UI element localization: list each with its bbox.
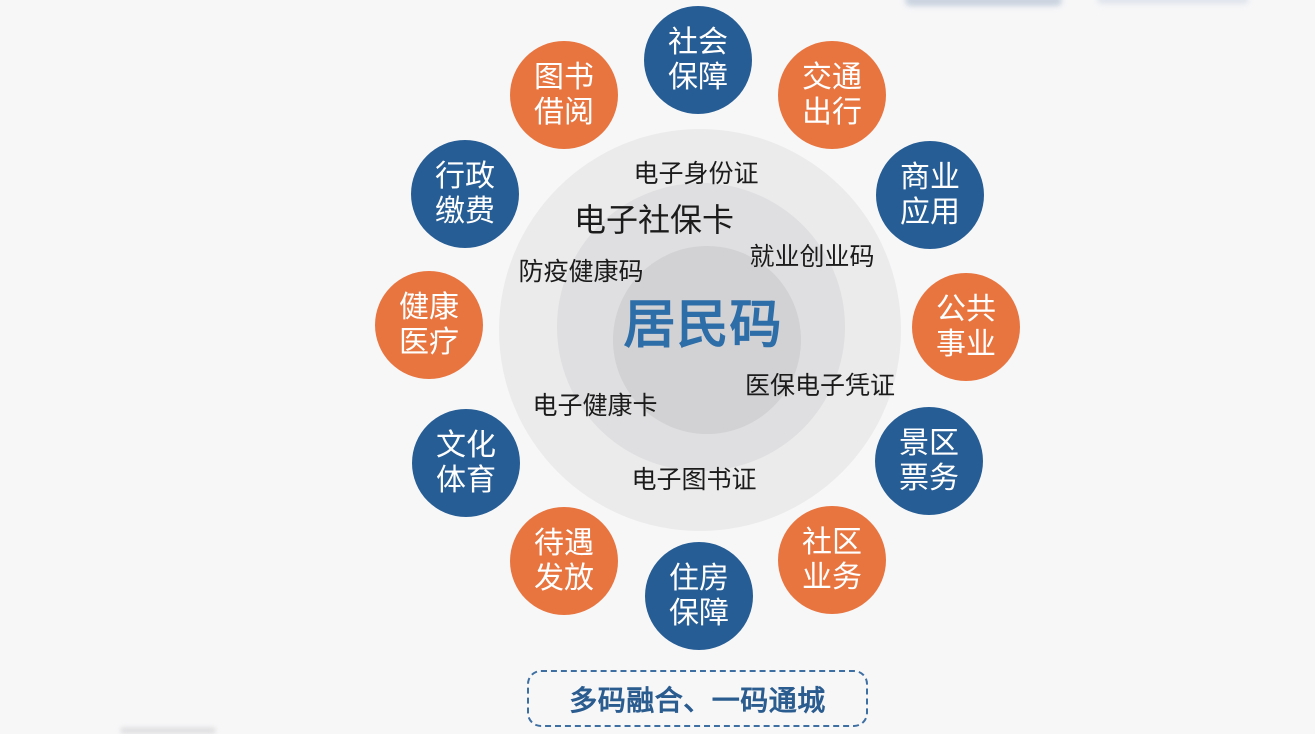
service-label-line: 缴费: [435, 194, 495, 229]
service-label-line: 景区: [899, 425, 959, 461]
credential-label-medical-insurance-e-certificate: 医保电子凭证: [744, 371, 896, 400]
service-label-line: 社会: [668, 24, 728, 60]
service-label-line: 行政: [435, 158, 495, 194]
service-label-line: 体育: [436, 463, 496, 498]
service-label-line: 保障: [669, 596, 729, 631]
service-label-line: 待遇: [534, 525, 594, 561]
credential-label-epidemic-health-code: 防疫健康码: [518, 257, 644, 286]
service-label-line: 住房: [669, 560, 729, 596]
inner-gray-ring: [613, 246, 801, 434]
service-circle-social-security: 社会 保障: [644, 6, 752, 114]
service-label-line: 事业: [936, 327, 996, 362]
service-label-line: 出行: [802, 95, 862, 130]
credential-label-electronic-health-card: 电子健康卡: [532, 391, 658, 420]
service-label-line: 借阅: [534, 95, 594, 130]
center-title: 居民码: [623, 295, 783, 356]
credential-label-employment-entrepreneurship-code: 就业创业码: [749, 242, 875, 271]
slogan-box: 多码融合、一码通城: [527, 670, 868, 727]
top-edge-artifact-right: [1097, 0, 1249, 4]
service-circle-administrative-payment: 行政 缴费: [411, 140, 519, 248]
service-label-line: 保障: [668, 60, 728, 95]
service-circle-benefit-distribution: 待遇 发放: [510, 507, 618, 615]
service-label-line: 图书: [534, 59, 594, 95]
service-label-line: 票务: [899, 461, 959, 496]
service-label-line: 商业: [900, 159, 960, 195]
service-label-line: 业务: [802, 560, 862, 595]
service-label-line: 公共: [936, 291, 996, 327]
credential-label-electronic-id-card: 电子身份证: [633, 159, 759, 188]
credential-label-electronic-social-security-card: 电子社保卡: [573, 201, 735, 239]
top-edge-artifact-left: [905, 0, 1062, 6]
service-circle-community-services: 社区 业务: [778, 506, 886, 614]
service-label-line: 文化: [436, 427, 496, 463]
service-circle-health-medical: 健康 医疗: [375, 271, 483, 379]
service-label-line: 医疗: [399, 325, 459, 360]
slogan-text: 多码融合、一码通城: [569, 683, 826, 717]
service-label-line: 交通: [802, 59, 862, 95]
service-circle-public-utilities: 公共 事业: [912, 273, 1020, 381]
service-label-line: 健康: [399, 289, 459, 325]
credential-label-electronic-library-card: 电子图书证: [631, 465, 757, 494]
service-circle-book-borrowing: 图书 借阅: [510, 41, 618, 149]
service-label-line: 发放: [534, 561, 594, 596]
service-circle-transportation: 交通 出行: [778, 41, 886, 149]
service-circle-scenic-ticketing: 景区 票务: [875, 407, 983, 515]
service-label-line: 应用: [900, 195, 960, 230]
service-label-line: 社区: [802, 524, 862, 560]
service-circle-commercial-application: 商业 应用: [876, 141, 984, 249]
service-circle-housing-security: 住房 保障: [645, 542, 753, 650]
service-circle-culture-sports: 文化 体育: [412, 409, 520, 517]
